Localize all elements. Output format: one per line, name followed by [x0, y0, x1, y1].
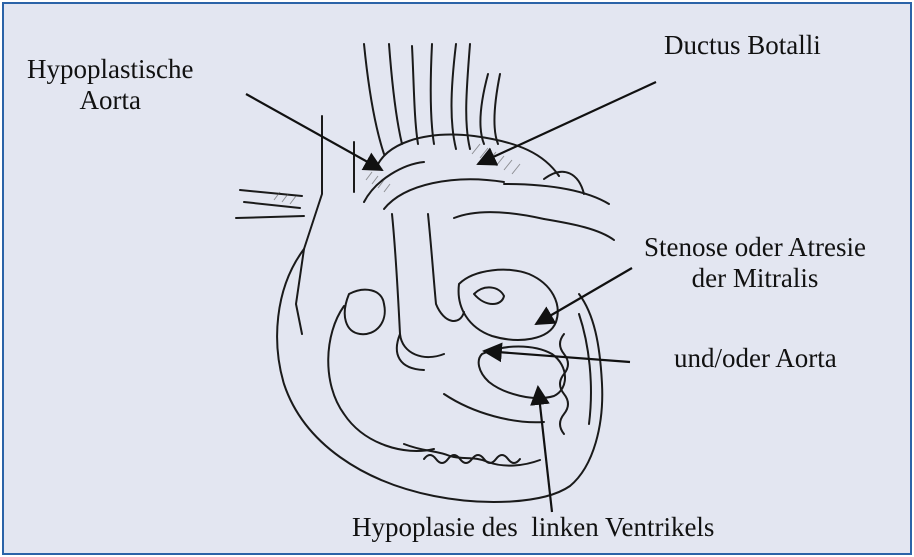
arrow-mitral [536, 268, 632, 324]
label-stenosis-line2: der Mitralis [644, 263, 866, 294]
label-hypoplasia-left-ventricle: Hypoplasie des linken Ventrikels [352, 512, 714, 543]
shading-hatching [274, 144, 520, 204]
label-hypoplastic-aorta-line2: Aorta [27, 85, 193, 116]
arrow-aorta [484, 351, 630, 362]
heart-drawing [236, 44, 614, 502]
label-and-or-aorta: und/oder Aorta [674, 343, 837, 374]
label-stenosis-line1: Stenose oder Atresie [644, 232, 866, 263]
arrow-ductus-botalli [478, 82, 656, 164]
label-hypoplastic-aorta: Hypoplastische Aorta [27, 54, 193, 116]
label-hypoplastic-aorta-line1: Hypoplastische [27, 54, 193, 85]
arrow-hypoplastic-aorta [246, 94, 382, 170]
label-stenosis-mitral: Stenose oder Atresie der Mitralis [644, 232, 866, 294]
arrow-left-ventricle [538, 387, 552, 512]
label-ductus-botalli: Ductus Botalli [664, 30, 821, 61]
